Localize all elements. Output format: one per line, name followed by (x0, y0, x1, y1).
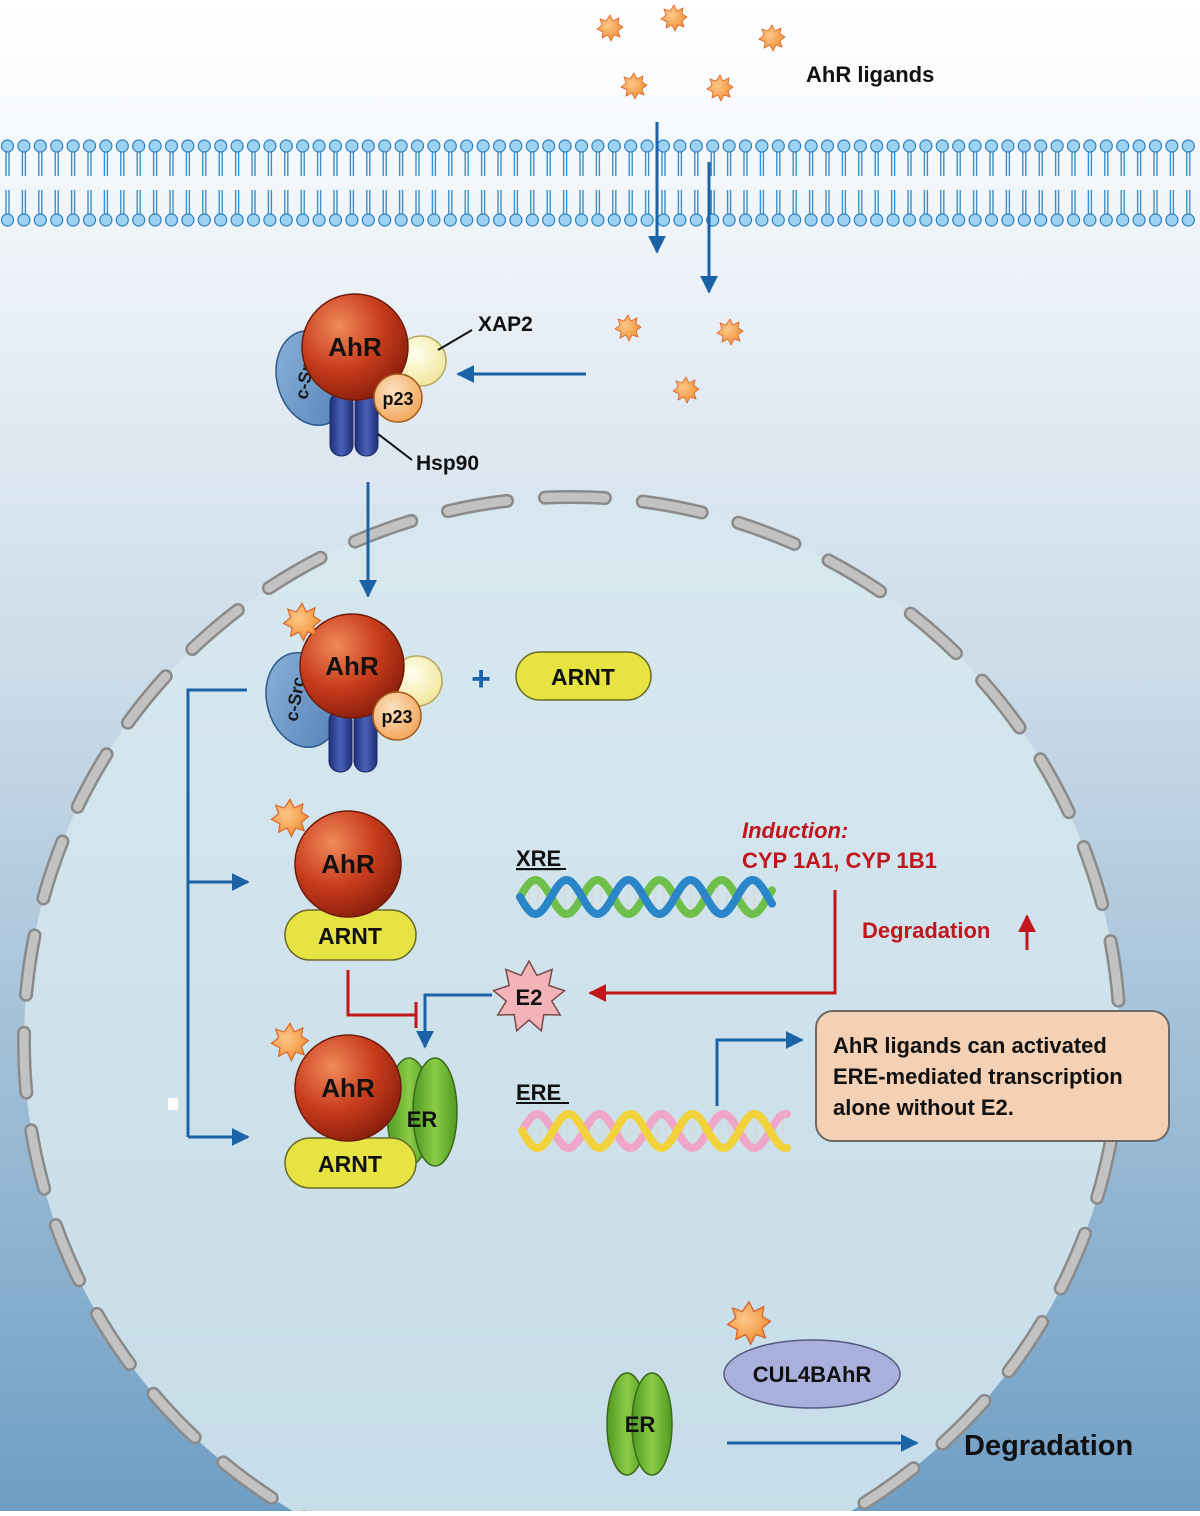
e2-label: E2 (516, 985, 543, 1010)
arnt-label: ARNT (551, 664, 615, 690)
ahr-complex-cytoplasm: c-Src AhR p23 (275, 293, 447, 457)
hsp90 (328, 709, 353, 773)
e2: E2 (491, 959, 567, 1033)
callout-box: AhR ligands can activated ERE-mediated t… (815, 1010, 1170, 1142)
ahr-label: AhR (321, 849, 375, 879)
degradation-er-label: Degradation (964, 1430, 1133, 1462)
er (412, 1057, 458, 1167)
er-label: ER (407, 1107, 438, 1132)
xap2-label: XAP2 (478, 313, 533, 336)
xap2-pointer (437, 329, 473, 351)
ahr (299, 613, 405, 719)
xre-dna-helix (516, 875, 776, 919)
ahr (301, 293, 409, 401)
ahr (294, 810, 402, 918)
xre-label: XRE (516, 846, 561, 871)
ere-label: ERE (516, 1080, 561, 1105)
ahr-label: AhR (321, 1073, 375, 1103)
arnt (515, 651, 652, 701)
hsp90 (329, 391, 354, 457)
ahr-label: AhR (328, 332, 382, 362)
callout-line: ERE-mediated transcription (833, 1064, 1123, 1089)
inhibition-line (346, 970, 416, 1017)
ahr (294, 1034, 402, 1142)
e2-icon (491, 959, 567, 1033)
e2-binds-er-arrow (416, 993, 492, 1049)
ahr-arnt-er-complex: ARNT AhR ER (270, 1022, 458, 1189)
cell-membrane (0, 139, 1195, 227)
callout-line: alone without E2. (833, 1095, 1014, 1120)
hsp90-label: Hsp90 (416, 452, 479, 475)
p23-label: p23 (382, 389, 413, 409)
cul4b-label: CUL4BAhR (753, 1362, 872, 1387)
cul4b-ahr (723, 1339, 901, 1409)
callout-line: AhR ligands can activated (833, 1033, 1107, 1058)
ahr-ligands-label: AhR ligands (806, 62, 934, 87)
hsp90-pointer (377, 433, 413, 461)
white-marker (168, 1098, 178, 1110)
p23-label: p23 (381, 707, 412, 727)
er-free (631, 1372, 673, 1476)
induction-label: Induction: (742, 818, 848, 843)
er-label: ER (625, 1412, 656, 1437)
cyp-degrades-e2-arrow (588, 890, 837, 1002)
ahr-complex-nucleus: c-Src AhR p23 (265, 602, 443, 773)
transcription-arrow (715, 1031, 804, 1106)
nucleus (24, 497, 1120, 1516)
cyp-genes-label: CYP 1A1, CYP 1B1 (742, 848, 937, 873)
degradation-e2-label: Degradation (862, 918, 990, 943)
arnt-label: ARNT (318, 923, 382, 949)
plus-sign: + (471, 660, 491, 698)
ahr-label: AhR (325, 651, 379, 681)
p23 (373, 373, 423, 423)
ahr-arnt-dimer: ARNT AhR (270, 798, 417, 961)
pathway-branch-arrows (186, 688, 250, 1146)
ere-dna-helix (518, 1109, 791, 1153)
p23 (372, 691, 422, 741)
arnt-label: ARNT (318, 1151, 382, 1177)
